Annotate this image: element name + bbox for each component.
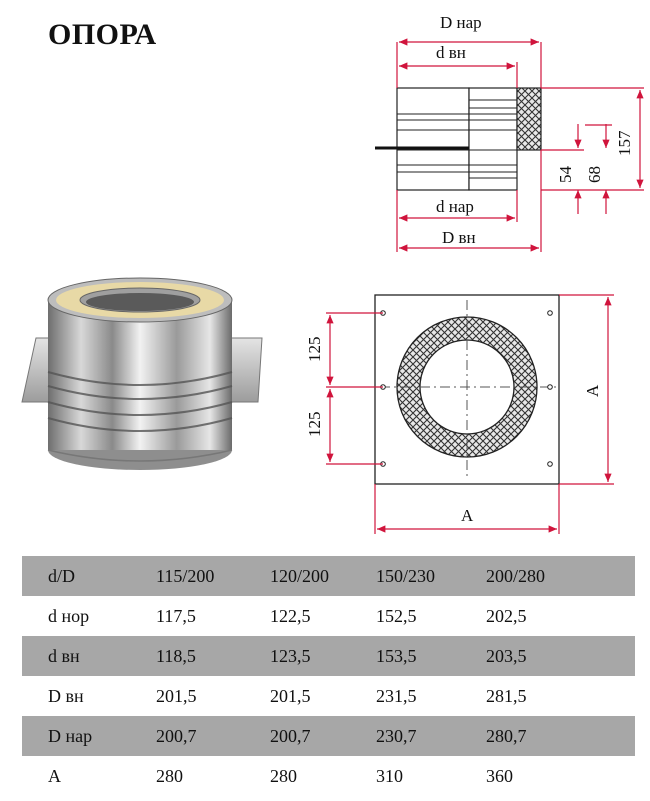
table-cell: 200,7	[270, 725, 311, 746]
plan-view: 125 125 A A	[305, 294, 614, 534]
dimensions-table: d/D 115/200 120/200 150/230 200/280 d но…	[22, 556, 635, 796]
table-cell: 230,7	[376, 725, 417, 746]
row-label: D нар	[48, 725, 93, 746]
table-cell: 201,5	[270, 685, 311, 706]
dim-125-bottom: 125	[305, 412, 324, 438]
table-cell: 123,5	[270, 645, 311, 666]
product-photo	[21, 277, 263, 470]
table-cell: 280	[270, 765, 297, 786]
table-cell: 201,5	[156, 685, 197, 706]
dim-68: 68	[585, 166, 604, 183]
row-label: A	[48, 765, 61, 786]
dim-D-vn: D вн	[442, 228, 476, 247]
table-row: d вн 118,5 123,5 153,5 203,5	[22, 636, 635, 676]
table-row: A 280 280 310 360	[22, 756, 635, 796]
table-row: D вн 201,5 201,5 231,5 281,5	[22, 676, 635, 716]
side-elevation: D нар d вн d нар D вн 157 68 54	[375, 13, 644, 252]
table-cell: 231,5	[376, 685, 417, 706]
table-cell: 118,5	[156, 645, 196, 666]
table-cell: 115/200	[156, 565, 215, 586]
page-title: ОПОРА	[48, 18, 157, 51]
table-cell: 310	[376, 765, 403, 786]
table-cell: 280	[156, 765, 183, 786]
row-label: d/D	[48, 565, 75, 586]
dim-157: 157	[615, 130, 634, 156]
dim-d-nar: d нар	[436, 197, 474, 216]
table-cell: 153,5	[376, 645, 417, 666]
table-cell: 281,5	[486, 685, 527, 706]
dim-125-top: 125	[305, 337, 324, 363]
table-cell: 150/230	[376, 565, 436, 586]
table-cell: 203,5	[486, 645, 527, 666]
dim-D-nar: D нар	[440, 13, 482, 32]
table-cell: 280,7	[486, 725, 527, 746]
table-cell: 152,5	[376, 605, 417, 626]
dim-54: 54	[556, 166, 575, 184]
dim-A-bottom: A	[461, 506, 474, 525]
table-cell: 117,5	[156, 605, 196, 626]
table-row: d/D 115/200 120/200 150/230 200/280	[22, 556, 635, 596]
table-cell: 202,5	[486, 605, 527, 626]
table-cell: 122,5	[270, 605, 311, 626]
table-cell: 360	[486, 765, 513, 786]
row-label: D вн	[48, 685, 84, 706]
dim-d-vn: d вн	[436, 43, 466, 62]
table-cell: 120/200	[270, 565, 330, 586]
table-row: d нор 117,5 122,5 152,5 202,5	[22, 596, 635, 636]
table-cell: 200/280	[486, 565, 546, 586]
table-row: D нар 200,7 200,7 230,7 280,7	[22, 716, 635, 756]
table-cell: 200,7	[156, 725, 197, 746]
row-label: d нор	[48, 605, 90, 626]
row-label: d вн	[48, 645, 80, 666]
dim-A-right: A	[583, 384, 602, 397]
